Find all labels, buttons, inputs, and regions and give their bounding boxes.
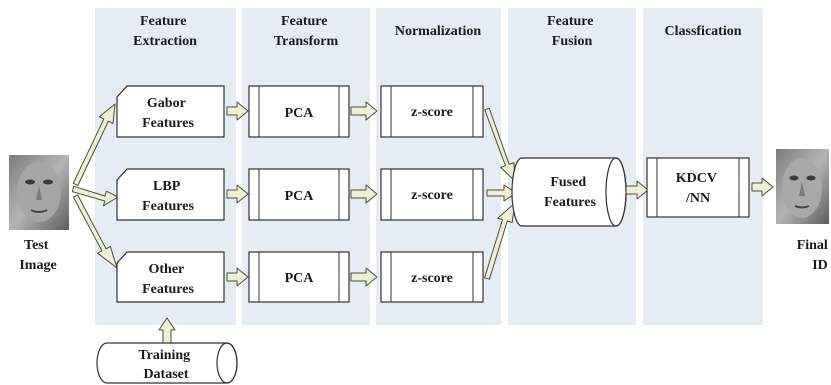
pca-box-1: [248, 85, 350, 138]
arrow-pca-to-zscore-1: [350, 101, 378, 121]
arrow-other-to-pca: [226, 267, 249, 287]
stage-heading-classification: Classfication: [665, 24, 742, 39]
arrow-pca-to-zscore-2: [350, 184, 378, 204]
arrow-pca-to-zscore-3: [350, 267, 378, 287]
training-dataset-cylinder: [96, 342, 238, 384]
final-id-face: [776, 149, 829, 224]
other-features-box: [116, 251, 225, 303]
arrow-input-to-lbp: [71, 185, 119, 207]
pca-box-3: [248, 251, 350, 303]
arrow-classifier-to-output: [751, 177, 774, 197]
zscore-label-3: z-score: [411, 271, 453, 286]
test-image-face: [9, 155, 69, 230]
arrow-zscore2-to-fused: [486, 184, 517, 202]
stage-heading-extraction: Feature Extraction: [133, 14, 197, 49]
zscore-label-1: z-score: [411, 105, 453, 120]
fused-features-cylinder: [511, 157, 627, 227]
training-dataset-label: Training Dataset: [138, 348, 193, 382]
stage-heading-normalization: Normalization: [395, 24, 482, 39]
pca-label-3: PCA: [285, 271, 315, 286]
stage-heading-transform: Feature Transform: [274, 14, 339, 49]
final-id-label: Final ID: [797, 238, 831, 273]
arrow-zscore1-to-fused: [484, 107, 516, 182]
zscore-box-1: [380, 85, 484, 138]
zscore-label-2: z-score: [411, 188, 453, 203]
arrow-lbp-to-pca: [226, 184, 249, 204]
pca-box-2: [248, 168, 350, 221]
arrow-fused-to-classifier: [625, 180, 649, 200]
arrow-input-to-gabor: [72, 103, 116, 186]
pca-label-1: PCA: [285, 106, 315, 121]
gabor-features-box: [116, 85, 225, 138]
kdcv-nn-label: KDCV /NN: [676, 171, 720, 206]
zscore-box-2: [380, 168, 484, 221]
arrow-gabor-to-pca: [226, 101, 249, 121]
gabor-features-label: Gabor Features: [142, 96, 194, 131]
fused-features-label: Fused Features: [544, 175, 596, 210]
zscore-box-3: [380, 251, 484, 303]
other-features-label: Other Features: [142, 262, 194, 297]
lbp-features-label: LBP Features: [142, 179, 194, 214]
stage-heading-fusion: Feature Fusion: [547, 14, 597, 49]
pca-label-2: PCA: [285, 189, 315, 204]
lbp-features-box: [116, 168, 225, 221]
arrow-input-to-other: [72, 194, 118, 269]
test-image-label: Test Image: [19, 238, 56, 273]
kdcv-nn-box: [646, 157, 750, 218]
